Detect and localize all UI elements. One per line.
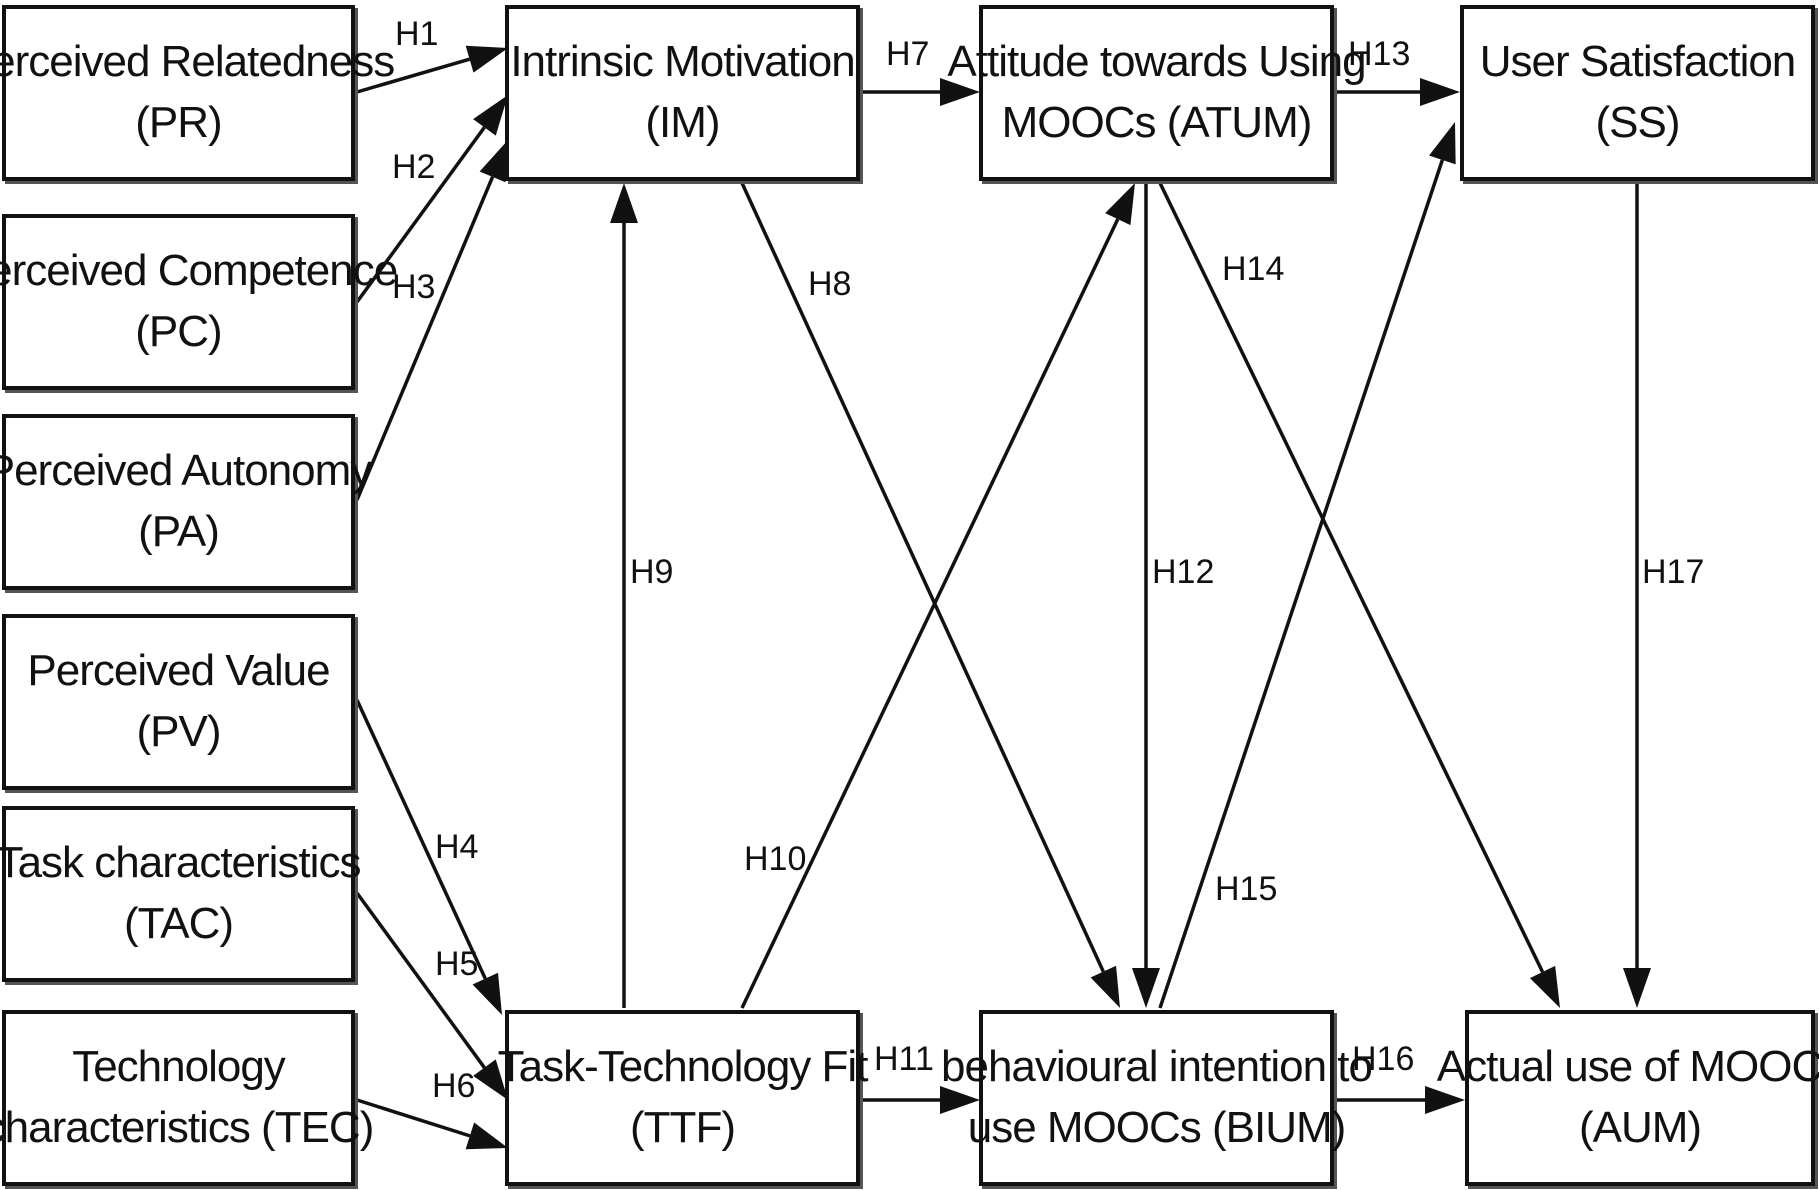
arrowhead: [473, 1059, 508, 1100]
node-intrinsic-motivation: Intrinsic Motivation (IM): [505, 5, 860, 181]
arrow-h7-im-to-atum: H7: [862, 35, 980, 106]
arrowhead: [1429, 122, 1456, 165]
arrow-h4-pv-to-ttf: H4: [355, 699, 502, 1015]
arrow-h14-atum-to-aum: H14: [1158, 182, 1560, 1008]
node-label-line2: (TAC): [123, 899, 234, 948]
node-perceived-autonomy: Perceived Autonomy (PA): [0, 414, 372, 590]
arrow-h9-ttf-to-im: H9: [610, 183, 673, 1008]
node-label-line2: (IM): [645, 98, 720, 147]
node-perceived-relatedness: Perceived Relatedness (PR): [0, 5, 395, 181]
node-label-line2: (PR): [135, 98, 222, 147]
node-attitude-towards-using-moocs: Attitude towards Using MOOCs (ATUM): [947, 5, 1367, 181]
arrow-h11-ttf-to-bium: H11: [862, 1040, 980, 1114]
arrow-h6-tec-to-ttf: H6: [356, 1067, 508, 1150]
node-task-technology-fit: Task-Technology Fit (TTF): [498, 1010, 868, 1186]
hypothesis-label-h5: H5: [435, 945, 478, 983]
hypothesis-label-h7: H7: [886, 35, 929, 73]
arrow-h17-ss-to-aum: H17: [1623, 183, 1704, 1008]
arrow-h3-pa-to-im: H3: [355, 140, 508, 501]
hypothesis-label-h10: H10: [744, 840, 806, 878]
node-label-line1: Actual use of MOOCs: [1436, 1042, 1819, 1092]
node-label-line1: Technology: [72, 1042, 286, 1092]
arrow-h16-bium-to-aum: H16: [1336, 1040, 1465, 1114]
hypothesis-label-h15: H15: [1215, 870, 1277, 908]
node-label-line1: User Satisfaction: [1479, 37, 1797, 87]
node-actual-use-of-moocs: Actual use of MOOCs (AUM): [1437, 1010, 1819, 1186]
arrowhead: [1623, 968, 1651, 1008]
arrow-h15-bium-to-ss: H15: [1158, 122, 1456, 1009]
arrow-shaft: [355, 891, 486, 1069]
node-label-line2: use MOOCs (BIUM): [967, 1103, 1347, 1152]
hypothesis-label-h9: H9: [630, 553, 673, 591]
arrow-h12-atum-to-bium: H12: [1132, 183, 1214, 1008]
hypothesis-label-h17: H17: [1642, 553, 1704, 591]
arrowhead: [479, 140, 508, 183]
node-label-line1: Perceived Value: [27, 646, 330, 696]
arrow-shaft: [356, 57, 471, 94]
arrowhead: [1529, 965, 1560, 1008]
node-behavioural-intention: behavioural intention to use MOOCs (BIUM…: [941, 1010, 1373, 1186]
arrowhead: [473, 95, 508, 136]
hypothesis-label-h12: H12: [1152, 553, 1214, 591]
arrow-shaft: [1158, 159, 1445, 1009]
hypothesis-label-h14: H14: [1222, 250, 1284, 288]
hypothesis-label-h1: H1: [395, 15, 438, 53]
node-label-line1: behavioural intention to: [941, 1042, 1373, 1092]
arrow-h1-pr-to-im: H1: [356, 15, 508, 94]
arrow-h13-atum-to-ss: H13: [1336, 35, 1460, 106]
arrow-shaft: [355, 699, 487, 980]
arrowhead: [465, 45, 508, 73]
arrow-h8-im-to-bium: H8: [740, 182, 1120, 1008]
node-label-line1: Perceived Autonomy: [0, 446, 372, 496]
hypothesis-label-h2: H2: [392, 148, 435, 186]
node-label-line2: (PC): [135, 307, 222, 356]
node-user-satisfaction: User Satisfaction (SS): [1460, 5, 1815, 181]
node-perceived-competence: Perceived Competence (PC): [0, 214, 398, 390]
hypothesis-label-h16: H16: [1352, 1040, 1414, 1078]
arrow-h2-pc-to-im: H2: [355, 95, 508, 304]
node-label-line1: Perceived Relatedness: [0, 37, 395, 87]
arrow-shaft: [740, 218, 1120, 1009]
node-task-characteristics: Task characteristics (TAC): [0, 806, 361, 982]
node-technology-characteristics: Technology characteristics (TEC): [0, 1010, 374, 1186]
arrowhead: [465, 1122, 508, 1150]
hypothesis-label-h3: H3: [392, 268, 435, 306]
arrowhead: [1105, 183, 1135, 226]
arrow-shaft: [356, 1098, 471, 1138]
node-label-line2: (AUM): [1578, 1103, 1702, 1152]
arrowhead: [610, 183, 638, 223]
node-label-line2: (PA): [138, 507, 220, 556]
arrowhead: [1420, 78, 1460, 106]
node-label-line1: Perceived Competence: [0, 246, 398, 296]
arrowhead: [940, 78, 980, 106]
node-perceived-value: Perceived Value (PV): [2, 614, 355, 790]
arrow-shaft: [355, 126, 486, 304]
node-label-line1: Task-Technology Fit: [497, 1042, 869, 1092]
arrow-shaft: [355, 176, 495, 501]
hypothesis-label-h4: H4: [435, 828, 478, 866]
arrow-shaft: [740, 182, 1105, 973]
arrow-h5-tac-to-ttf: H5: [355, 891, 508, 1100]
node-label-line2: MOOCs (ATUM): [1001, 98, 1313, 147]
node-label-line2: (PV): [136, 707, 222, 756]
node-label-line2: (TTF): [630, 1103, 736, 1152]
hypothesis-label-h6: H6: [432, 1067, 475, 1105]
node-label-line2: characteristics (TEC): [0, 1103, 374, 1152]
node-label-line1: Attitude towards Using: [947, 37, 1366, 87]
arrowhead: [1425, 1086, 1465, 1114]
arrow-h10-ttf-to-atum: H10: [740, 183, 1135, 1009]
arrowhead: [1132, 968, 1160, 1008]
hypothesis-label-h13: H13: [1348, 35, 1410, 73]
arrow-shaft: [1158, 182, 1545, 973]
hypothesis-label-h11: H11: [874, 1040, 934, 1078]
arrowhead: [472, 972, 502, 1015]
node-label-line2: (SS): [1595, 98, 1681, 147]
arrowhead: [940, 1086, 980, 1114]
node-label-line1: Task characteristics: [0, 838, 361, 888]
arrowhead: [1090, 965, 1120, 1008]
hypothesis-label-h8: H8: [808, 265, 851, 303]
node-label-line1: Intrinsic Motivation: [510, 37, 855, 87]
